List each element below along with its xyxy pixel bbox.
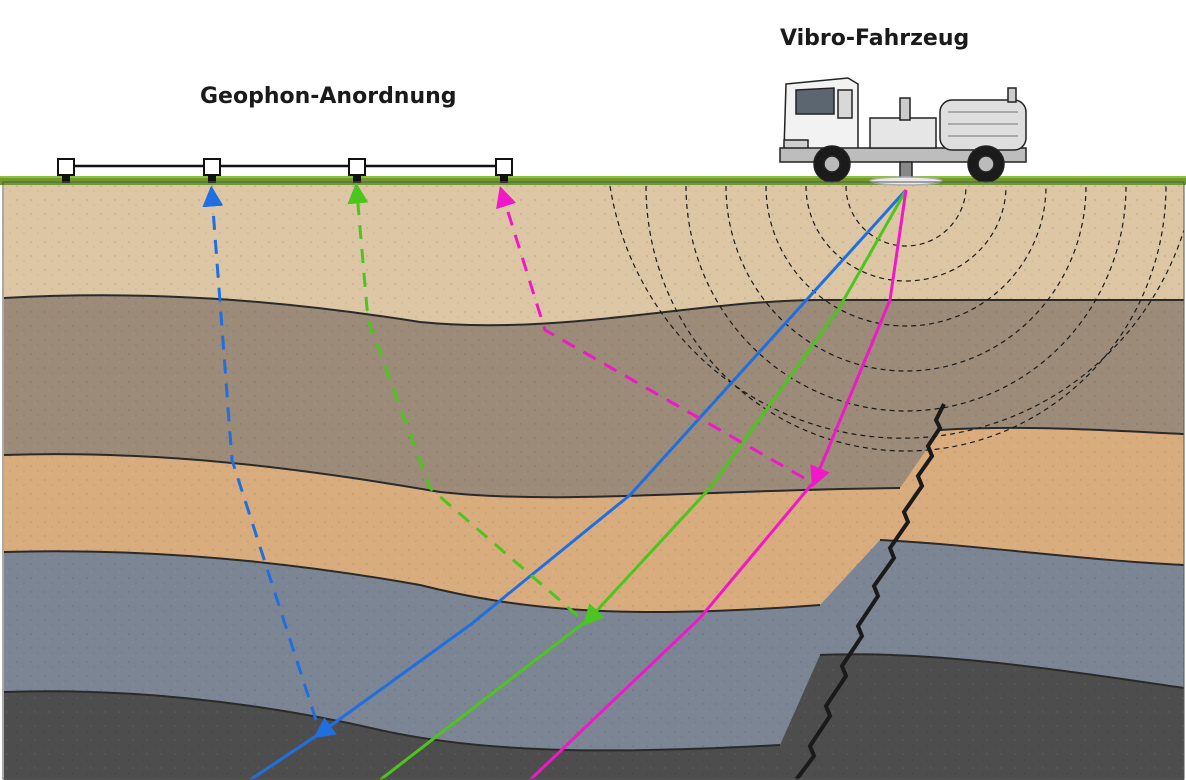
geophone-icon bbox=[203, 158, 221, 183]
frame bbox=[2, 181, 1185, 780]
ray-green bbox=[347, 182, 908, 780]
wavefront-icon bbox=[609, 185, 1185, 452]
vibro-truck-icon bbox=[779, 77, 1027, 186]
ray-blue bbox=[202, 185, 908, 780]
ground-texture bbox=[4, 182, 1184, 780]
geophone-icon bbox=[57, 158, 75, 183]
vibro-truck-label: Vibro-Fahrzeug bbox=[780, 26, 970, 51]
fault-line-icon bbox=[794, 403, 946, 780]
geophone-array bbox=[57, 158, 513, 183]
layer-boundaries bbox=[3, 294, 1185, 752]
geophone-array-label: Geophon-Anordnung bbox=[200, 84, 457, 109]
ray-magenta bbox=[496, 185, 908, 780]
geophone-icon bbox=[348, 158, 366, 183]
geophone-icon bbox=[495, 158, 513, 183]
